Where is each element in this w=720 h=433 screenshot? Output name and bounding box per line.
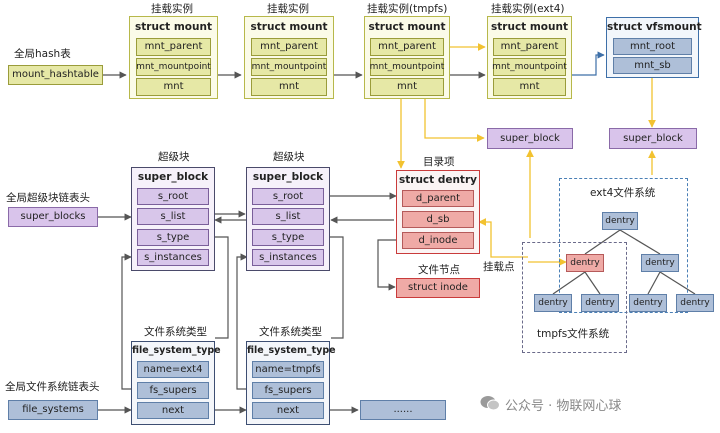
file-system-type-tmpfs: file_system_type name=tmpfs fs_supers ne… bbox=[246, 341, 336, 425]
super-block-title: super_block bbox=[137, 171, 209, 183]
mount-title: struct mount bbox=[250, 21, 328, 33]
fs-name-field: name=ext4 bbox=[137, 361, 209, 378]
dentry-tmpfs-leaf: dentry bbox=[581, 294, 619, 312]
super-block-1: super_block s_root s_list s_type s_insta… bbox=[131, 167, 215, 271]
dentry-ext4-root: dentry bbox=[602, 212, 638, 230]
global-sb-list-label: 全局超级块链表头 bbox=[6, 192, 90, 204]
fs-type-label: 文件系统类型 bbox=[259, 326, 322, 338]
s-root-field: s_root bbox=[252, 188, 324, 205]
wechat-icon bbox=[480, 395, 500, 411]
mnt-field: mnt bbox=[251, 78, 327, 96]
mnt-sb-field: mnt_sb bbox=[613, 57, 692, 74]
mnt-root-field: mnt_root bbox=[613, 38, 692, 55]
mnt-parent-field: mnt_parent bbox=[370, 38, 444, 56]
struct-inode-box: struct inode bbox=[396, 278, 480, 298]
fs-supers-field: fs_supers bbox=[252, 382, 324, 399]
s-list-field: s_list bbox=[137, 208, 209, 225]
global-hash-label: 全局hash表 bbox=[14, 48, 71, 60]
s-type-field: s_type bbox=[252, 229, 324, 246]
mnt-mountpoint-field: mnt_mountpoint bbox=[492, 58, 567, 76]
mnt-mountpoint-field: mnt_mountpoint bbox=[136, 58, 211, 76]
inode-node-label: 文件节点 bbox=[418, 264, 460, 276]
dentry-ext4-leaf: dentry bbox=[676, 294, 714, 312]
fs-next-field: next bbox=[137, 402, 209, 419]
s-instances-field: s_instances bbox=[137, 249, 209, 266]
fs-name-field: name=tmpfs bbox=[252, 361, 324, 378]
mount-title: struct mount bbox=[368, 21, 446, 33]
mount-instance-label: 挂载实例 bbox=[151, 3, 193, 15]
s-type-field: s_type bbox=[137, 229, 209, 246]
ellipsis-box: ...... bbox=[360, 400, 446, 420]
ext4-fs-region bbox=[559, 178, 688, 313]
d-inode-field: d_inode bbox=[402, 232, 474, 249]
tmpfs-fs-region bbox=[522, 242, 627, 353]
mount-title: struct mount bbox=[135, 21, 212, 33]
super-block-title: super_block bbox=[252, 171, 324, 183]
fs-next-field: next bbox=[252, 402, 324, 419]
mnt-field: mnt bbox=[493, 78, 566, 96]
file-systems-head-box: file_systems bbox=[8, 400, 98, 420]
mnt-field: mnt bbox=[136, 78, 211, 96]
mount-title: struct mount bbox=[491, 21, 568, 33]
ext4-fs-label: ext4文件系统 bbox=[590, 187, 656, 199]
dentry-ext4-child: dentry bbox=[641, 254, 679, 272]
struct-dentry: struct dentry d_parent d_sb d_inode bbox=[396, 170, 480, 254]
super-block-2: super_block s_root s_list s_type s_insta… bbox=[246, 167, 330, 271]
d-sb-field: d_sb bbox=[402, 211, 474, 228]
vfsmount-title: struct vfsmount bbox=[607, 21, 702, 33]
super-block-tmpfs-box: super_block bbox=[487, 128, 573, 149]
s-root-field: s_root bbox=[137, 188, 209, 205]
mnt-mountpoint-field: mnt_mountpoint bbox=[251, 58, 327, 76]
d-parent-field: d_parent bbox=[402, 190, 474, 207]
fs-type-label: 文件系统类型 bbox=[144, 326, 207, 338]
super-blocks-head-box: super_blocks bbox=[8, 207, 98, 227]
mount-instance-ext4-label: 挂载实例(ext4) bbox=[491, 3, 565, 15]
mountpoint-label: 挂载点 bbox=[483, 261, 515, 273]
mnt-parent-field: mnt_parent bbox=[493, 38, 566, 56]
s-instances-field: s_instances bbox=[252, 249, 324, 266]
fs-type-title: file_system_type bbox=[247, 345, 336, 356]
mnt-parent-field: mnt_parent bbox=[136, 38, 211, 56]
super-block-ext4-box: super_block bbox=[609, 128, 697, 149]
mnt-parent-field: mnt_parent bbox=[251, 38, 327, 56]
mount-hashtable-box: mount_hashtable bbox=[8, 65, 103, 85]
s-list-field: s_list bbox=[252, 208, 324, 225]
dentry-ext4-leaf: dentry bbox=[629, 294, 667, 312]
dentry-dir-label: 目录项 bbox=[423, 156, 455, 168]
mnt-field: mnt bbox=[370, 78, 444, 96]
watermark-text: 公众号 · 物联网心球 bbox=[505, 399, 622, 414]
fs-supers-field: fs_supers bbox=[137, 382, 209, 399]
struct-mount-2: struct mount mnt_parent mnt_mountpoint m… bbox=[244, 16, 334, 99]
file-system-type-ext4: file_system_type name=ext4 fs_supers nex… bbox=[131, 341, 221, 425]
struct-vfsmount: struct vfsmount mnt_root mnt_sb bbox=[606, 17, 702, 78]
superblock-label: 超级块 bbox=[158, 151, 190, 163]
struct-mount-tmpfs: struct mount mnt_parent mnt_mountpoint m… bbox=[364, 16, 450, 99]
dentry-title: struct dentry bbox=[399, 174, 477, 186]
struct-mount-ext4: struct mount mnt_parent mnt_mountpoint m… bbox=[487, 16, 572, 99]
fs-type-title: file_system_type bbox=[132, 345, 221, 356]
global-fs-list-label: 全局文件系统链表头 bbox=[5, 381, 100, 393]
mount-instance-label: 挂载实例 bbox=[267, 3, 309, 15]
struct-mount-1: struct mount mnt_parent mnt_mountpoint m… bbox=[129, 16, 218, 99]
dentry-tmpfs-leaf: dentry bbox=[534, 294, 572, 312]
tmpfs-fs-label: tmpfs文件系统 bbox=[537, 328, 610, 340]
mount-instance-tmpfs-label: 挂载实例(tmpfs) bbox=[367, 3, 448, 15]
mnt-mountpoint-field: mnt_mountpoint bbox=[370, 58, 444, 76]
dentry-mountpoint: dentry bbox=[566, 254, 604, 272]
superblock-label: 超级块 bbox=[273, 151, 305, 163]
